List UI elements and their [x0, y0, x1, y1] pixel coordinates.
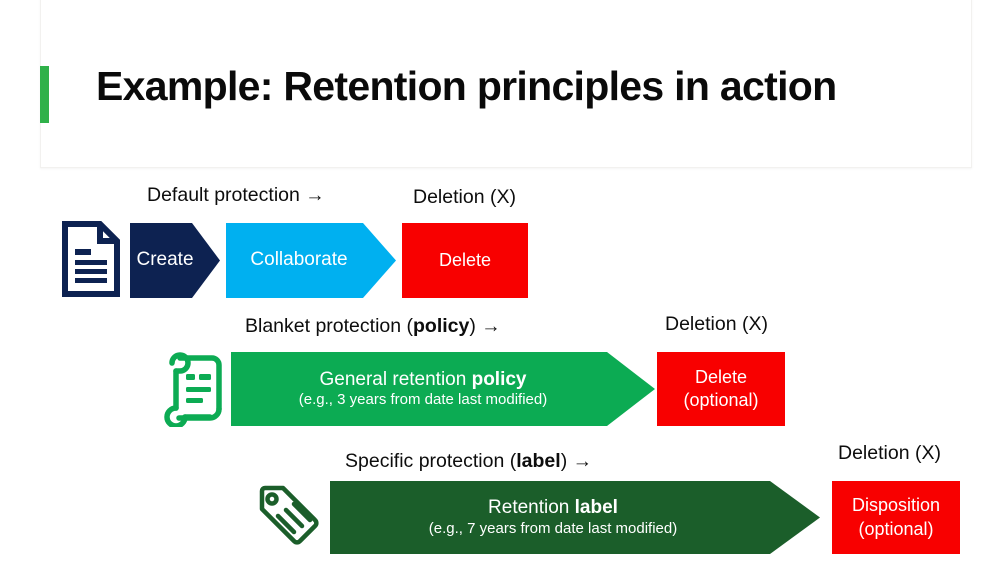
tag-icon: [256, 483, 324, 558]
caption-default-protection: Default protection →: [147, 184, 325, 206]
stage-label-prefix: General retention: [319, 368, 472, 390]
terminal-disposition-row3[interactable]: Disposition (optional): [832, 481, 960, 554]
scroll-icon-svg: [164, 352, 222, 429]
stage-general-retention-policy[interactable]: General retention policy (e.g., 3 years …: [231, 352, 655, 426]
caption-suffix: ) →: [560, 450, 593, 472]
stage-create[interactable]: Create: [130, 223, 220, 298]
terminal-label: Disposition: [851, 495, 941, 516]
caption-bold: label: [516, 450, 561, 472]
caption-bold: policy: [413, 315, 470, 337]
terminal-label: Delete: [694, 366, 747, 387]
caption-blanket-protection: Blanket protection (policy) →: [245, 315, 501, 337]
caption-suffix: ) →: [469, 315, 501, 337]
caption-text: Deletion (X): [838, 442, 941, 464]
terminal-sublabel: (optional): [858, 518, 934, 539]
caption-prefix: Blanket protection (: [245, 315, 414, 337]
terminal-sublabel: (optional): [683, 390, 759, 410]
page-title: Example: Retention principles in action: [96, 63, 837, 109]
terminal-label: Delete: [438, 249, 492, 270]
caption-text: Deletion (X): [665, 313, 768, 335]
document-icon-svg: [62, 221, 120, 297]
terminal-delete-row1[interactable]: Delete: [402, 223, 528, 298]
stage-label: Collaborate: [250, 249, 348, 271]
stage-label-prefix: Retention: [488, 497, 575, 519]
scroll-icon: [156, 351, 228, 432]
stage-collaborate[interactable]: Collaborate: [226, 223, 396, 298]
title-accent-bar: [40, 66, 49, 123]
stage-label-bold: label: [574, 497, 618, 519]
caption-specific-protection: Specific protection (label) →: [345, 450, 593, 472]
document-icon: [62, 221, 120, 302]
stage-sublabel: (e.g., 7 years from date last modified): [428, 519, 678, 537]
title-card: [40, 0, 972, 168]
stage-sublabel: (e.g., 3 years from date last modified): [298, 391, 548, 409]
stage-label: General retention policy: [299, 369, 547, 391]
caption-text: Deletion (X): [413, 186, 516, 208]
stage-retention-label[interactable]: Retention label (e.g., 7 years from date…: [330, 481, 820, 554]
caption-prefix: Specific protection (: [345, 450, 517, 472]
stage-label: Create: [136, 249, 194, 271]
caption-deletion-row1: Deletion (X): [413, 186, 516, 208]
caption-text: Default protection →: [147, 184, 325, 206]
terminal-delete-row2[interactable]: Delete (optional): [657, 352, 785, 426]
tag-icon-svg: [259, 485, 319, 545]
caption-deletion-row2: Deletion (X): [665, 313, 768, 335]
caption-deletion-row3: Deletion (X): [838, 442, 941, 464]
stage-label: Retention label: [429, 497, 677, 519]
stage-label-bold: policy: [471, 368, 527, 390]
